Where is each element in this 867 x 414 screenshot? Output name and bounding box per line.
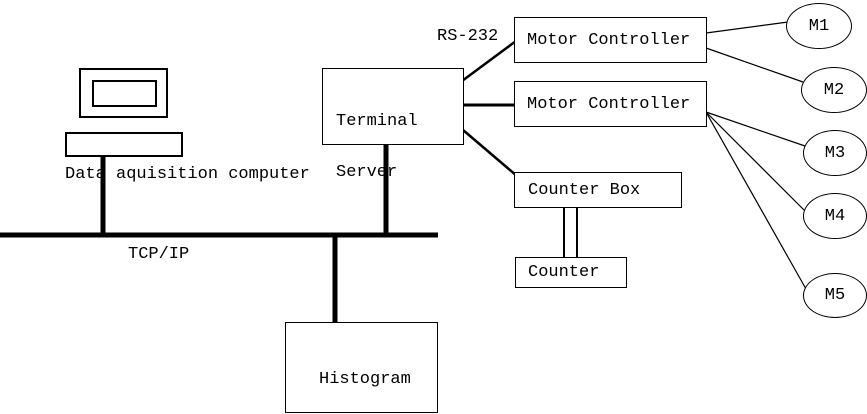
terminal-server-label-line2: Server bbox=[336, 163, 398, 182]
motor-m4-label: M4 bbox=[824, 206, 846, 226]
motor-m5-label: M5 bbox=[824, 286, 846, 305]
counter-label: Counter bbox=[528, 263, 600, 282]
link-motor-controller-1-m2 bbox=[705, 47, 804, 83]
motor-m3-label: M3 bbox=[824, 143, 846, 163]
motor-controller-2-label: Motor Controller bbox=[527, 94, 691, 114]
motor-m3-node: M3 bbox=[803, 130, 867, 176]
terminal-server-box: Terminal Server bbox=[322, 68, 464, 181]
counter-box-box: Counter Box bbox=[514, 172, 682, 208]
motor-controller-1-box: Motor Controller bbox=[514, 17, 707, 63]
motor-m1-node: M1 bbox=[786, 3, 852, 49]
terminal-server-label-line1: Terminal bbox=[336, 112, 418, 131]
motor-m5-node: M5 bbox=[803, 273, 867, 318]
link-motor-controller-1-m1 bbox=[705, 21, 789, 34]
rs232-label: RS-232 bbox=[437, 27, 499, 46]
motor-m2-node: M2 bbox=[801, 67, 867, 113]
histogram-memory-box: Histogram Memory bbox=[285, 322, 438, 413]
link-motor-controller-2-m4 bbox=[705, 111, 806, 212]
motor-m4-node: M4 bbox=[803, 193, 867, 239]
monitor-screen-icon bbox=[92, 80, 157, 107]
tcpip-label: TCP/IP bbox=[128, 245, 190, 264]
computer-label: Data aquisition computer bbox=[65, 165, 310, 184]
link-motor-controller-2-m5 bbox=[705, 111, 807, 290]
motor-m1-label: M1 bbox=[808, 16, 830, 36]
link-motor-controller-2-m3 bbox=[705, 111, 806, 147]
counter-box: Counter bbox=[515, 257, 627, 288]
motor-controller-2-box: Motor Controller bbox=[514, 81, 707, 127]
link-terminal-server-counter-box bbox=[462, 129, 518, 177]
motor-m2-label: M2 bbox=[823, 80, 845, 100]
counter-box-label: Counter Box bbox=[528, 180, 641, 200]
histogram-memory-label-line1: Histogram bbox=[319, 370, 411, 389]
keyboard-icon bbox=[65, 132, 183, 157]
rs232-link-terminal-server-motor-controller-1 bbox=[461, 39, 517, 83]
motor-controller-1-label: Motor Controller bbox=[527, 30, 691, 50]
